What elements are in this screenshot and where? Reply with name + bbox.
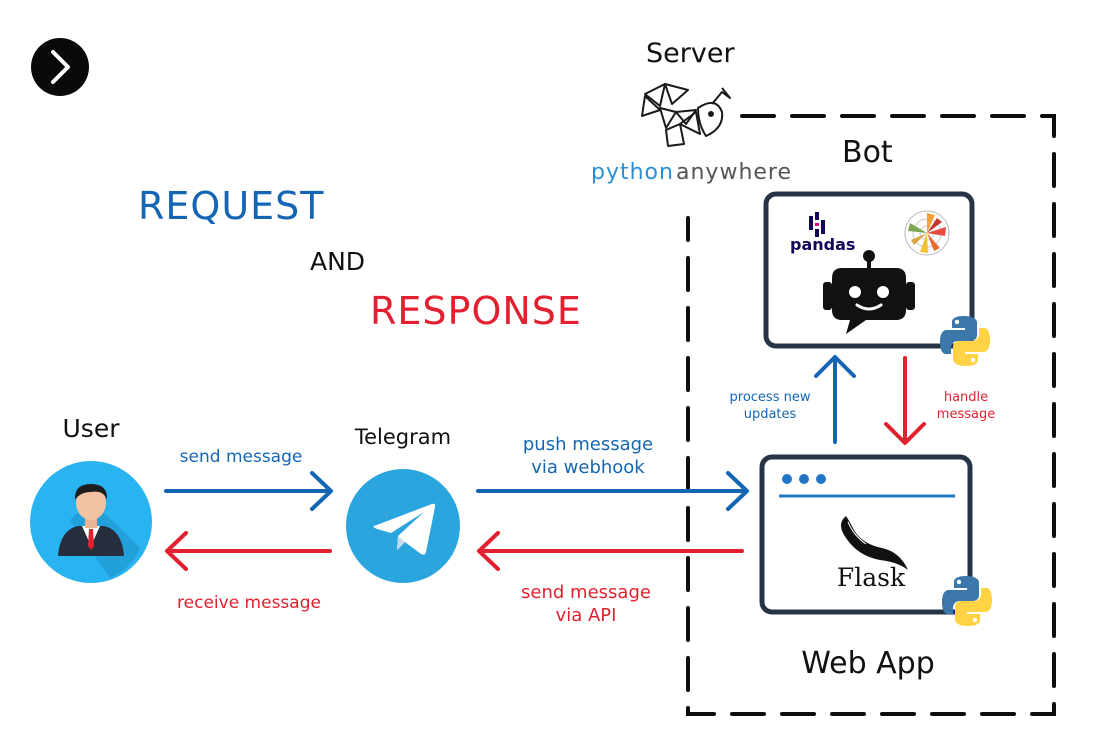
process-updates-arrow: [814, 355, 856, 444]
browser-window-icon: [779, 474, 955, 498]
send-api-label-line1: send message: [521, 582, 651, 603]
push-label-line1: push message: [523, 434, 653, 455]
pandas-text: pandas: [790, 235, 855, 254]
brand-anywhere-text: anywhere: [676, 160, 792, 185]
user-label: User: [63, 414, 121, 443]
webapp-label: Web App: [801, 646, 935, 681]
chevron-right-icon: [51, 50, 70, 84]
flask-horn-icon: [841, 516, 908, 570]
telegram-logo: [346, 469, 460, 583]
flask-text: Flask: [837, 563, 906, 592]
push-webhook-arrow: [476, 471, 749, 511]
handle-label-line1: handle: [944, 390, 988, 405]
telegram-label: Telegram: [354, 425, 451, 449]
webapp-box: Flask: [759, 454, 992, 626]
send-message-arrow: [164, 471, 333, 511]
pandas-logo: pandas: [790, 212, 855, 254]
send-api-label-line2: via API: [556, 605, 617, 626]
send-message-label: send message: [180, 447, 303, 467]
handle-message-arrow: [884, 356, 926, 445]
bot-box: pandas: [763, 191, 990, 366]
server-boundary: [686, 114, 1056, 716]
and-heading: AND: [310, 247, 365, 276]
receive-message-arrow: [165, 531, 332, 571]
receive-message-label: receive message: [177, 593, 321, 613]
response-heading: RESPONSE: [370, 289, 582, 333]
brand-python-text: python: [591, 160, 674, 185]
polar-chart-icon: [904, 210, 950, 256]
robot-chat-icon: [823, 250, 915, 334]
process-label-line1: process new: [730, 390, 811, 405]
request-heading: REQUEST: [138, 184, 324, 228]
next-button[interactable]: [31, 38, 89, 96]
push-label-line2: via webhook: [531, 457, 645, 478]
process-label-line2: updates: [744, 407, 797, 422]
bot-label: Bot: [842, 135, 893, 170]
server-label: Server: [646, 38, 735, 69]
pythonanywhere-logo: python anywhere: [591, 83, 792, 185]
user-avatar-icon: [30, 461, 152, 583]
python-logo: [940, 316, 990, 366]
handle-label-line2: message: [937, 407, 995, 422]
python-logo: [942, 576, 992, 626]
send-via-api-arrow: [477, 531, 744, 571]
